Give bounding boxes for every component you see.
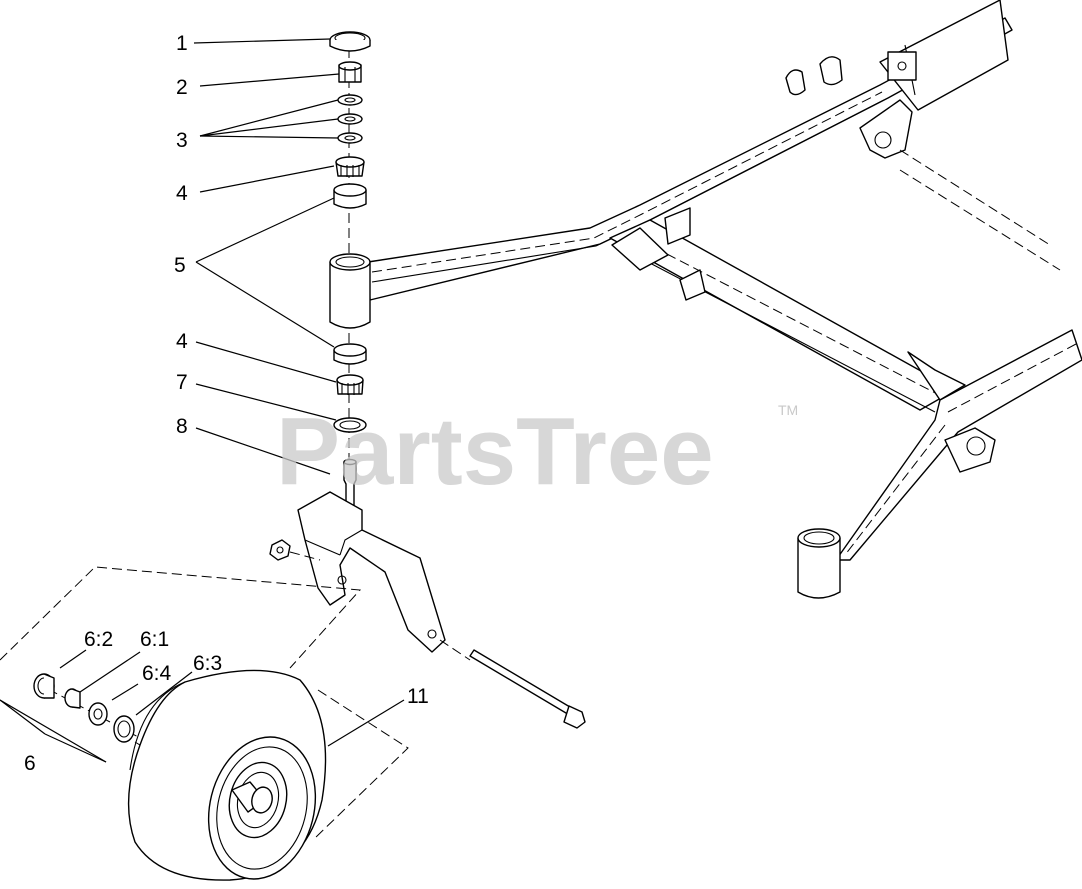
callout-1: 1 xyxy=(176,32,188,55)
axle-bolt xyxy=(439,639,586,729)
callout-6-4: 6:4 xyxy=(142,662,172,685)
callout-2: 2 xyxy=(176,76,188,99)
callout-6-3: 6:3 xyxy=(193,652,222,675)
watermark-text: PartsTree xyxy=(276,398,714,505)
callout-7: 7 xyxy=(176,371,188,394)
mower-frame xyxy=(367,0,1082,599)
callout-4-upper: 4 xyxy=(176,182,188,205)
watermark-trademark: TM xyxy=(778,402,798,418)
callout-6-2: 6:2 xyxy=(84,628,113,651)
caster-fork xyxy=(269,491,446,653)
callout-8: 8 xyxy=(176,415,188,438)
watermark: PartsTree TM xyxy=(276,398,798,505)
callout-6: 6 xyxy=(24,752,36,775)
callout-6-1: 6:1 xyxy=(140,628,169,651)
callout-3: 3 xyxy=(176,129,188,152)
callout-4-lower: 4 xyxy=(176,330,188,353)
leader-lines xyxy=(0,38,405,763)
callout-11: 11 xyxy=(407,685,429,708)
callout-5: 5 xyxy=(174,254,186,277)
caster-wheel xyxy=(0,566,409,881)
callout-labels: 1 2 3 4 5 4 7 8 6:2 6:1 6:4 6:3 6 11 xyxy=(24,32,429,775)
wheel-bearing-set xyxy=(33,673,141,743)
